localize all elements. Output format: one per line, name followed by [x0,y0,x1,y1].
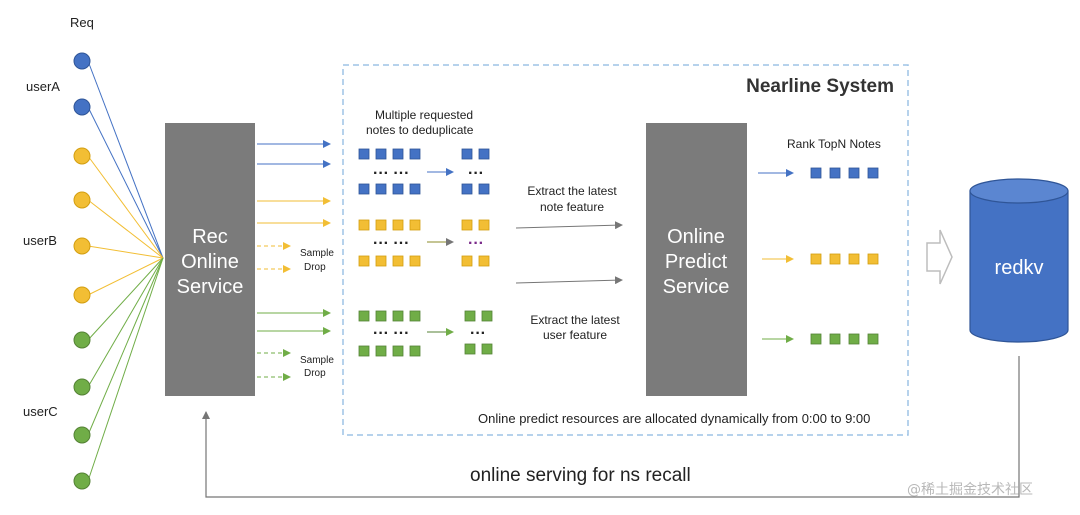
request-node-green-4 [73,472,91,490]
rec-outgoing-arrows [257,140,331,381]
svg-text:··· ···: ··· ··· [373,325,409,342]
extract-note-label-2: note feature [540,200,604,214]
svg-text:Rec: Rec [192,226,228,248]
svg-text:Service: Service [177,276,244,298]
online-serving-label: online serving for ns recall [470,465,691,486]
svg-text:···: ··· [468,235,484,252]
svg-text:···: ··· [470,325,486,342]
rec-online-service-box: Rec Online Service [165,123,255,396]
sample-drop-label-yellow-2: Drop [304,262,326,273]
resources-note: Online predict resources are allocated d… [478,411,870,426]
request-node-green-3 [73,426,91,444]
svg-text:Predict: Predict [665,251,728,273]
ranked-notes-green [810,333,879,345]
extract-user-label-2: user feature [543,328,607,342]
yellow-notes-group: ··· ··· ··· [358,219,490,267]
svg-text:Service: Service [663,276,730,298]
rank-topn-label: Rank TopN Notes [787,137,881,151]
sample-drop-label-green-2: Drop [304,368,326,379]
watermark: @稀土掘金技术社区 [907,482,1033,498]
svg-text:Online: Online [667,226,725,248]
nearline-system-frame [342,64,909,436]
dedup-label-2: notes to deduplicate [366,123,474,137]
user-c-label: userC [23,404,58,419]
request-node-green-1 [73,331,91,349]
online-serving-loop [202,356,1020,498]
extract-note-arrow [515,221,623,230]
ranked-notes-yellow [810,253,879,265]
svg-text:Online: Online [181,251,239,273]
online-predict-service-box: Online Predict Service [646,123,747,396]
request-node-yellow-1 [73,147,91,165]
request-node-green-2 [73,378,91,396]
blue-notes-group: ··· ··· ··· [358,148,490,195]
green-notes-group: ··· ··· ··· [358,310,493,357]
request-node-yellow-3 [73,237,91,255]
extract-user-label-1: Extract the latest [530,313,620,327]
nearline-system-title: Nearline System [746,76,894,97]
extract-note-label-1: Extract the latest [527,184,617,198]
user-b-label: userB [23,233,57,248]
ranked-notes-blue [810,167,879,179]
svg-text:··· ···: ··· ··· [373,235,409,252]
redkv-database-icon: redkv [969,178,1069,343]
user-a-label: userA [26,79,60,94]
svg-text:··· ···: ··· ··· [373,165,409,182]
req-label: Req [70,15,94,30]
sample-drop-label-green: Sample [300,355,334,366]
extract-user-arrow [515,276,623,285]
request-node-yellow-4 [73,286,91,304]
dedup-label-1: Multiple requested [375,108,473,122]
svg-text:···: ··· [468,165,484,182]
svg-text:redkv: redkv [995,257,1044,279]
sample-drop-label-yellow: Sample [300,248,334,259]
hollow-arrow-icon [926,229,953,285]
request-node-blue-2 [73,98,91,116]
request-lines [87,60,164,482]
request-node-yellow-2 [73,191,91,209]
request-node-blue-1 [73,52,91,70]
